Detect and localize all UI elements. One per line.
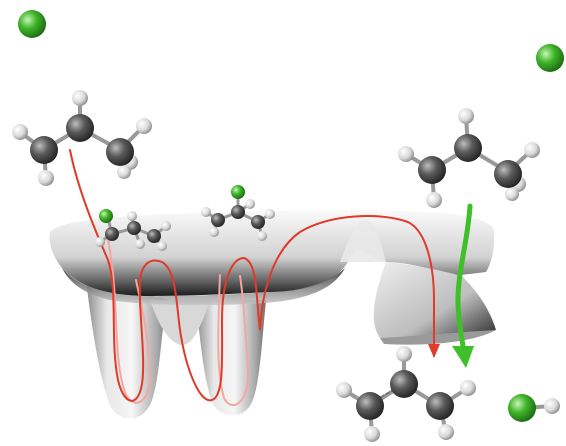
chloropropyl-intermediate-left [95,209,171,251]
surface-front-rim [62,268,345,306]
direct-path-green-arrowhead [452,346,474,368]
hcl-product [508,394,560,422]
trajectory-pink-right [217,274,250,406]
chloropropyl-intermediate-right [201,185,275,241]
surface-exit-lip [380,330,496,345]
surface-ridge [340,220,386,262]
allyl-radical-product [336,346,476,442]
direct-path-green [455,203,473,355]
well-right [196,300,266,416]
trajectory-pink-left [107,239,152,404]
chlorine-atom-top-left [18,10,46,38]
trajectories [69,149,474,406]
trajectory-red-arrowhead [428,344,440,358]
trajectory-red [69,149,435,402]
chlorine-atom-top-right [536,44,564,72]
propene-reactant-right [398,108,540,208]
propene-reactant-left [12,90,152,186]
